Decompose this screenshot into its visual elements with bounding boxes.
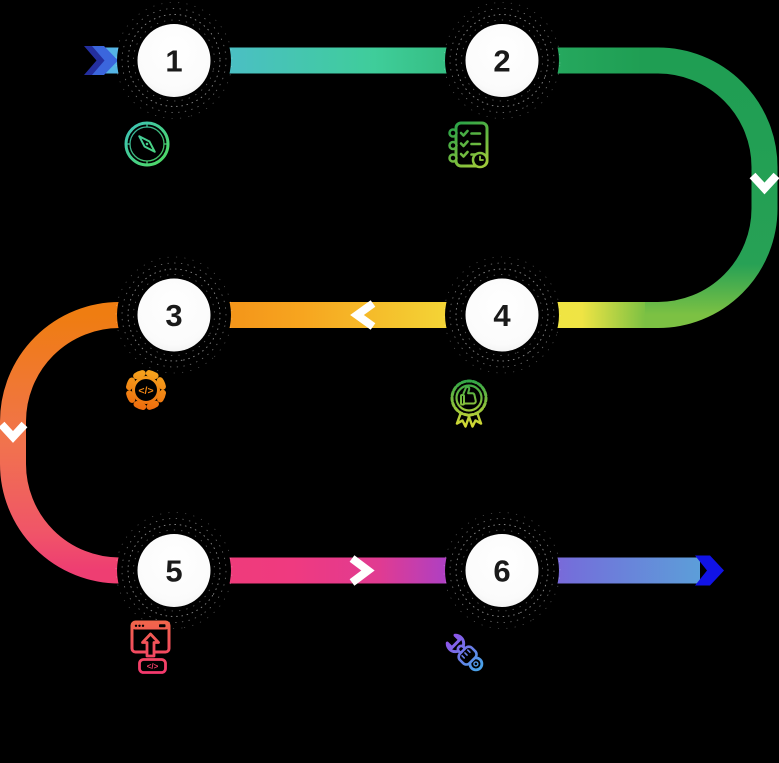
step-circle [137, 534, 211, 607]
upload-arrow [141, 632, 160, 658]
step-5: 5 [115, 512, 233, 629]
browser-header-bar [132, 622, 169, 630]
compass-icon [124, 121, 170, 167]
compass-ticks [125, 122, 169, 166]
step-number: 2 [493, 44, 510, 79]
step-number: 1 [165, 44, 182, 79]
rosette-inner-circle [455, 384, 483, 412]
wrench-support-icon [445, 633, 484, 672]
chevron-left-icon [350, 300, 376, 330]
chevron-right-icon [349, 555, 375, 586]
chevron-down-icon [0, 421, 28, 443]
step-circle [465, 24, 539, 97]
path-segment-right-curve [640, 47, 778, 328]
start-arrow-icon [84, 46, 118, 75]
chevron-down-icon [749, 172, 779, 195]
step-circle [465, 534, 539, 607]
clock-icon [471, 151, 489, 169]
code-tag-label: </> [147, 662, 159, 671]
award-thumbs-up-icon [450, 379, 488, 428]
step-4: 4 [443, 256, 561, 374]
step-2: 2 [443, 2, 561, 119]
ribbon-tail-left [455, 409, 471, 428]
compass-needle [138, 135, 156, 153]
step-3: 3 [115, 256, 233, 374]
step-circle [137, 24, 211, 97]
fist-glyph [457, 645, 478, 666]
step-6: 6 [443, 512, 561, 629]
start-arrow-inner-chevron [92, 46, 118, 75]
browser-header-dots [134, 624, 166, 628]
step-number: 6 [493, 554, 510, 589]
wrench-ring-hole [473, 661, 479, 667]
browser-deploy-code-icon: </> [130, 620, 171, 674]
thumbs-up-glyph [460, 385, 477, 406]
step-number: 5 [165, 554, 182, 589]
gear-teeth [125, 369, 167, 411]
step-1: 1 [115, 2, 233, 119]
checklist-clock-icon [448, 121, 489, 169]
code-box [138, 658, 167, 674]
step-number: 3 [165, 298, 182, 333]
ribbon-tail-right [467, 409, 483, 428]
start-arrow-outer-chevron [84, 46, 110, 75]
code-tag-label: </> [138, 385, 153, 397]
gear-body [132, 376, 160, 404]
step-circle [137, 278, 211, 352]
step-circle [465, 278, 539, 352]
step-number: 4 [493, 298, 511, 333]
gear-code-icon: </> [125, 369, 167, 411]
end-arrow-icon [695, 555, 724, 586]
